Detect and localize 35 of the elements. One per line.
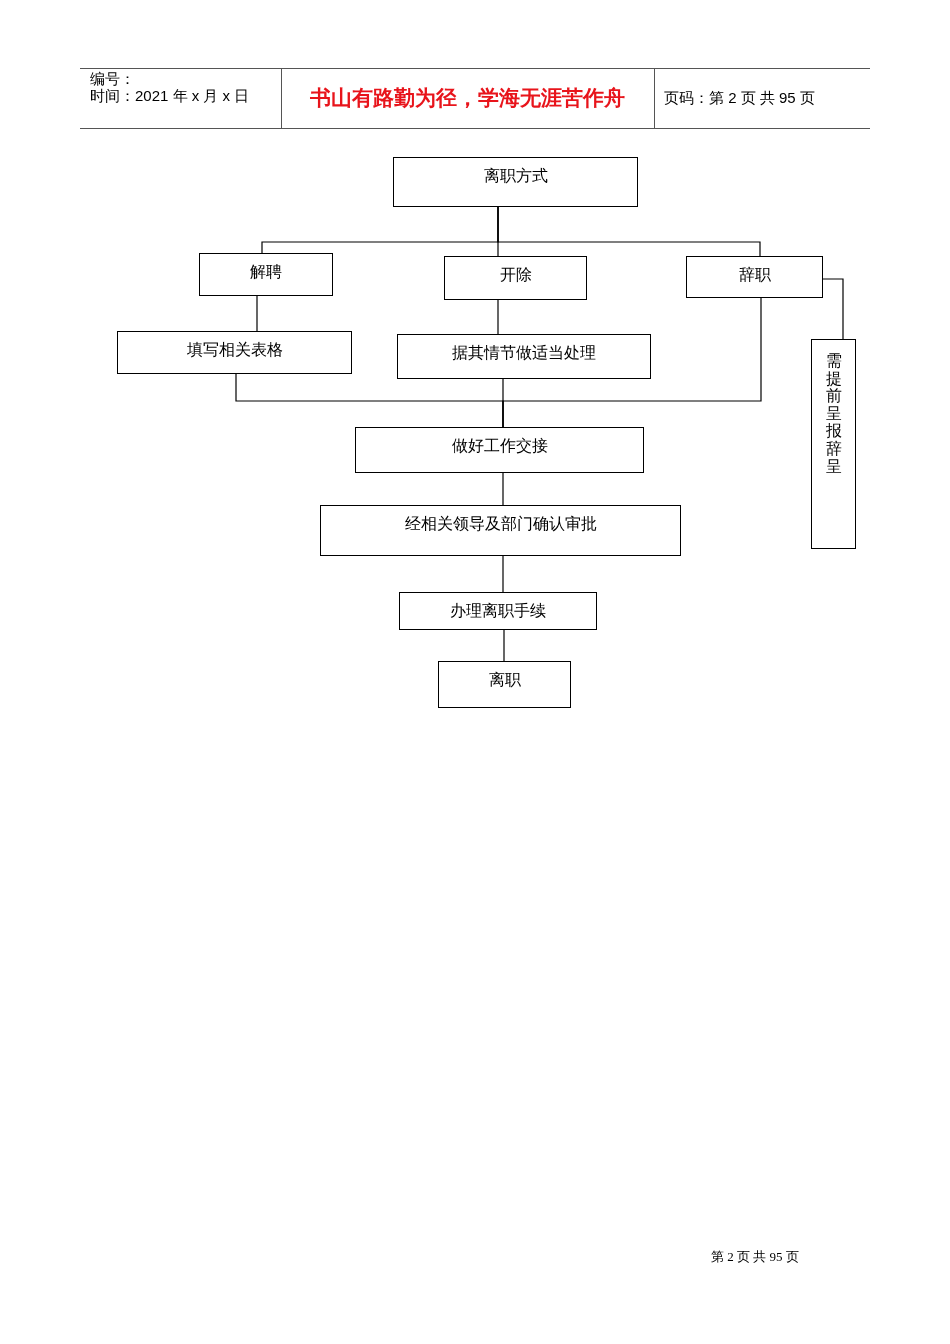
connector-line	[497, 299, 499, 335]
connector-line	[497, 206, 761, 257]
process-box	[199, 253, 333, 296]
box-label: 解聘	[250, 262, 282, 282]
box-label: 据其情节做适当处理	[452, 343, 596, 363]
box-label: 需提前呈报辞呈	[825, 352, 842, 476]
box-label: 做好工作交接	[451, 436, 548, 456]
connector-line	[256, 295, 258, 332]
box-label: 填写相关表格	[186, 340, 283, 360]
process-box	[355, 427, 644, 473]
connector-line	[502, 297, 762, 428]
box-label: 离职方式	[483, 166, 548, 186]
process-box	[393, 157, 638, 207]
note-box	[811, 339, 856, 549]
connector-line	[822, 278, 844, 340]
process-box	[686, 256, 823, 298]
process-box	[399, 592, 597, 630]
footer-page-number: 第 2 页 共 95 页	[711, 1249, 799, 1265]
process-box	[444, 256, 587, 300]
header-field-label: 编号：	[90, 70, 135, 88]
connector-line	[502, 472, 504, 506]
box-label: 开除	[499, 265, 532, 285]
box-label: 离职	[488, 670, 521, 690]
process-box	[320, 505, 681, 556]
process-box	[397, 334, 651, 379]
box-label: 辞职	[738, 265, 771, 285]
connector-line	[503, 629, 505, 662]
page-number-text: 页码：第 2 页 共 95 页	[664, 89, 815, 107]
box-label: 办理离职手续	[450, 601, 546, 621]
process-box	[438, 661, 571, 708]
box-label: 经相关领导及部门确认审批	[404, 514, 597, 534]
header-slogan: 书山有路勤为径，学海无涯苦作舟	[309, 85, 626, 111]
process-box	[117, 331, 352, 374]
connector-line	[502, 555, 504, 593]
header-date-text: 时间：2021 年 x 月 x 日	[90, 87, 250, 105]
